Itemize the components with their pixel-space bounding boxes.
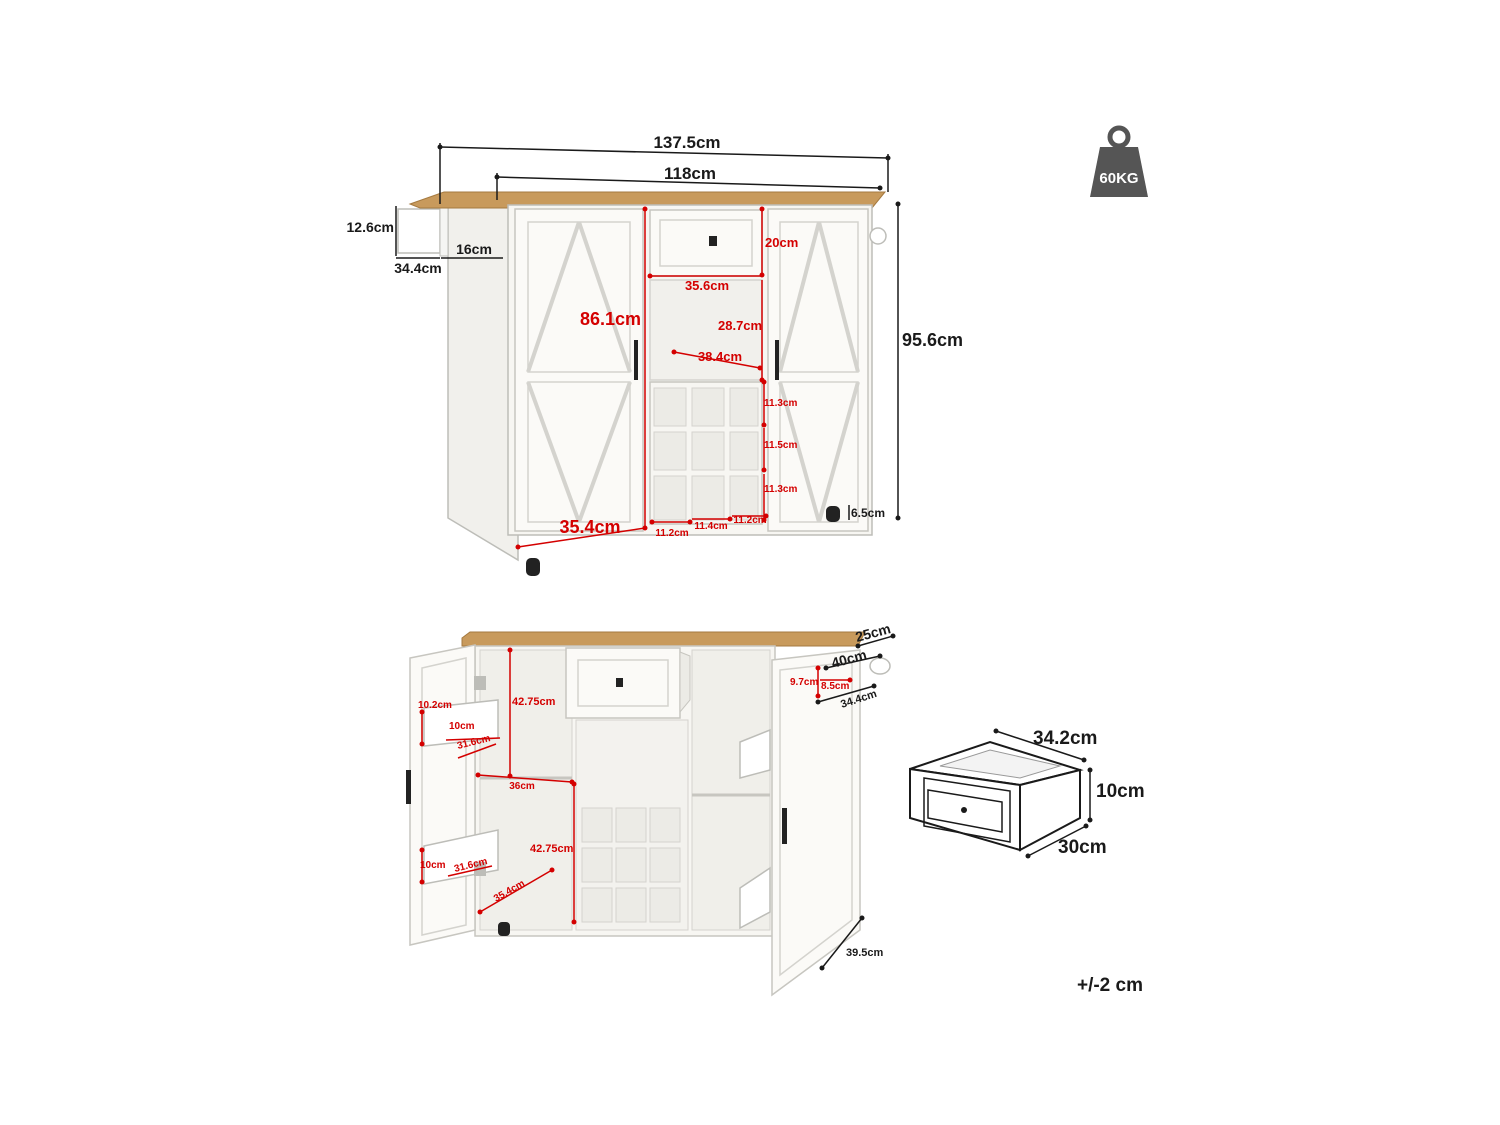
countertop [408, 191, 887, 209]
door-height-label: 86.1cm [580, 309, 641, 329]
shelf-width-label: 36cm [509, 781, 535, 792]
open-shelf [649, 279, 763, 381]
front-view-cabinet [397, 191, 887, 576]
open-countertop [461, 631, 866, 647]
door-rack-top-height-label: 10.2cm [418, 700, 452, 711]
right-door-rack-bottom [739, 866, 771, 930]
front-view-dimension-dots [437, 144, 901, 521]
top-width-label: 118cm [664, 164, 716, 183]
open-shelf-width-label: 38.4cm [698, 349, 742, 364]
towel-bar-offset-label: 9.7cm [790, 677, 818, 688]
door-handle [634, 340, 638, 380]
weight-icon: 60KG [1090, 125, 1148, 197]
drawer-height-label: 10cm [1096, 781, 1145, 802]
side-shelf-depth-label: 34.4cm [394, 260, 441, 276]
caster-height-label: 6.5cm [851, 506, 885, 520]
door-rack-top-depth-label: 10cm [449, 721, 475, 732]
open-right-door [739, 649, 891, 997]
door-handle [782, 808, 787, 844]
drawer-dimension-dots [993, 728, 1093, 859]
open-view-red-dimension-lines [421, 650, 850, 922]
door-handle [406, 770, 411, 804]
open-view-red-dimension-dots [419, 647, 853, 925]
door-rack-bottom-depth-label: 10cm [420, 860, 446, 871]
wine-col-2-label: 11.4cm [694, 521, 727, 532]
front-view-red-dimension-lines [517, 209, 766, 548]
towel-bar-gap-label: 8.5cm [821, 681, 849, 692]
open-view-dimension-lines [817, 635, 894, 969]
drawer-width-label: 35.6cm [685, 278, 729, 293]
open-view-dimension-dots [815, 633, 896, 971]
wine-col-3-label: 11.2cm [733, 515, 766, 526]
left-door [514, 208, 644, 532]
drawer-depth-label: 30cm [1058, 837, 1107, 858]
lower-compartment-height-label: 42.75cm [530, 843, 574, 855]
front-view-red-dimension-dots [515, 206, 769, 550]
open-shelf-height-label: 28.7cm [718, 318, 762, 333]
towel-bar [869, 657, 891, 675]
total-height-label: 95.6cm [902, 330, 963, 350]
overall-width-label: 137.5cm [653, 133, 720, 152]
front-view-dimension-lines [395, 143, 899, 520]
drawer-dimension-lines [995, 730, 1091, 857]
open-wine-rack [581, 807, 681, 923]
drawer-knob [709, 236, 717, 246]
drawer-width-label: 34.2cm [1033, 728, 1097, 749]
caster-wheels [526, 506, 840, 576]
wine-col-1-label: 11.2cm [655, 528, 688, 539]
side-shelf-width-label: 16cm [456, 241, 492, 257]
caster-wheel [498, 922, 510, 936]
open-left-door [406, 644, 499, 946]
door-width-label: 35.4cm [559, 517, 620, 537]
drawer-height-label: 20cm [765, 235, 798, 250]
open-view-cabinet [406, 631, 891, 997]
wine-rack [649, 381, 763, 525]
door-handle [775, 340, 779, 380]
upper-compartment-height-label: 42.75cm [512, 696, 556, 708]
drawer-knob [616, 678, 623, 687]
wine-row-3-label: 11.3cm [764, 484, 797, 495]
wine-row-2-label: 11.5cm [764, 440, 797, 451]
right-door [767, 208, 869, 532]
right-door-rack-top [739, 728, 771, 779]
side-shelf [397, 208, 441, 254]
weight-label: 60KG [1099, 170, 1138, 187]
drawer-icon [909, 740, 1084, 852]
tolerance-label: +/-2 cm [1077, 975, 1143, 996]
side-shelf-height-label: 12.6cm [347, 219, 394, 235]
wine-row-1-label: 11.3cm [764, 398, 797, 409]
cabinet-depth-label: 39.5cm [846, 947, 884, 959]
